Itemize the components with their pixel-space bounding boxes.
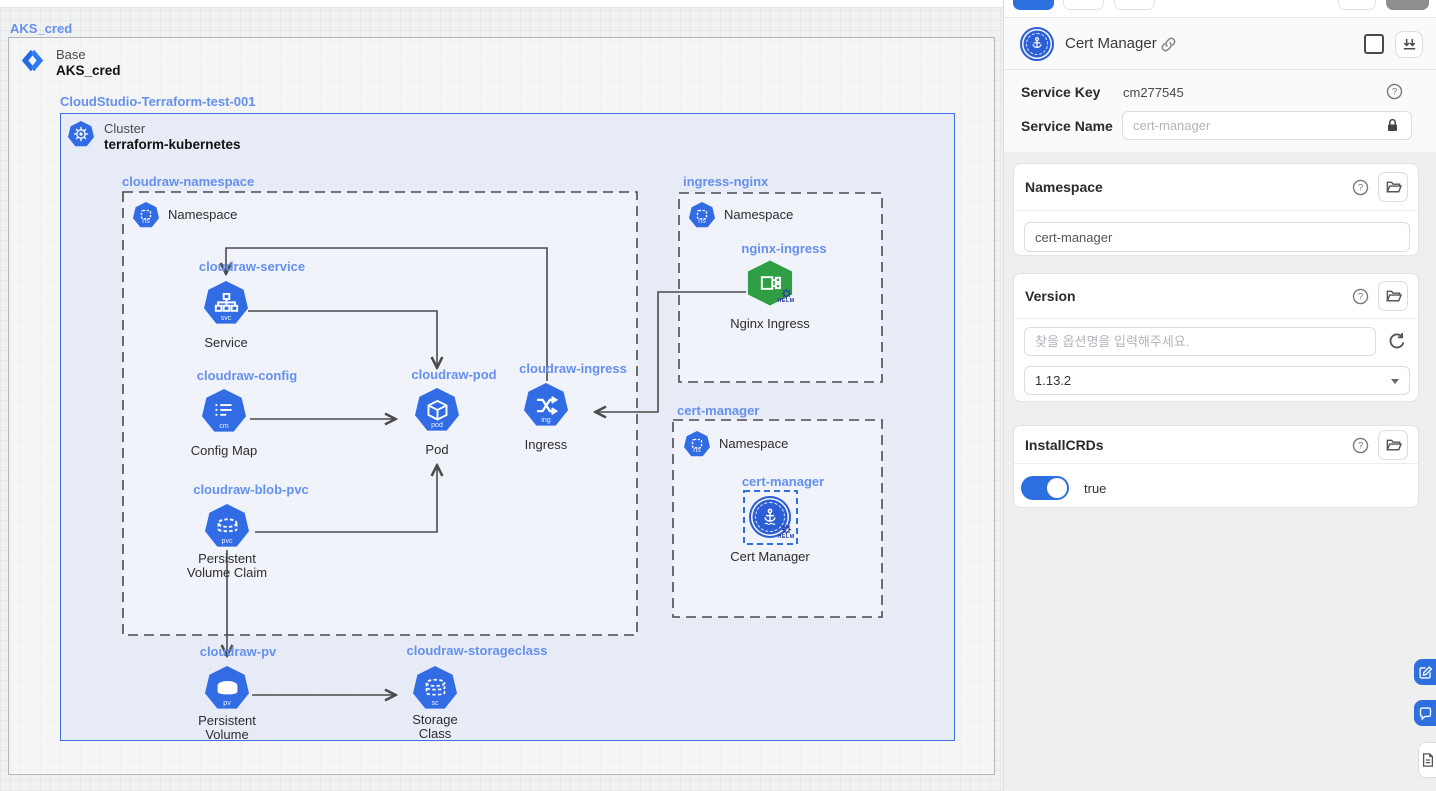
topbar-secondary-button-1[interactable] — [1063, 0, 1104, 10]
chevron-down-icon — [1391, 379, 1399, 384]
version-search-input[interactable] — [1024, 327, 1376, 356]
svg-text:?: ? — [1358, 183, 1363, 194]
node-base[interactable]: Base AKS_cred — [19, 47, 121, 79]
service-name-input[interactable] — [1122, 111, 1412, 140]
svg-text:?: ? — [1358, 292, 1363, 303]
folder-open-button[interactable] — [1378, 281, 1408, 311]
help-icon[interactable]: ? — [1352, 288, 1369, 305]
namespace-label: Namespace — [724, 207, 794, 222]
card-installcrds-title: InstallCRDs — [1025, 437, 1104, 453]
configmap-label: Config Map — [190, 443, 258, 458]
card-installcrds: InstallCRDs ? true — [1013, 425, 1419, 508]
panel-topbar — [1004, 0, 1436, 18]
base-code-icon — [21, 49, 44, 72]
storageclass-label: Storage Class — [412, 712, 458, 741]
group-label-cloudraw-namespace: cloudraw-namespace — [122, 174, 255, 189]
card-version: Version ? 1.13.2 — [1013, 273, 1419, 402]
node-group-label-service: cloudraw-service — [198, 259, 306, 274]
installcrds-value: true — [1084, 481, 1107, 496]
pvc-label: Persistent Volume Claim — [186, 551, 268, 580]
namespace-label: Namespace — [168, 207, 238, 222]
node-group-label-pv: cloudraw-pv — [199, 644, 277, 659]
panel-header: Cert Manager — [1004, 18, 1436, 70]
collapse-download-button[interactable] — [1395, 31, 1423, 58]
panel-body: Namespace ? Version — [1004, 152, 1436, 791]
base-name-label: AKS_cred — [56, 63, 121, 78]
node-group-label-pvc: cloudraw-blob-pvc — [193, 482, 309, 497]
toggle-knob — [1047, 478, 1067, 498]
topbar-primary-button[interactable] — [1013, 0, 1054, 10]
service-key-value: cm277545 — [1123, 85, 1184, 100]
link-icon[interactable] — [1160, 36, 1177, 53]
card-version-title: Version — [1025, 288, 1076, 304]
cluster-name-label: terraform-kubernetes — [104, 137, 241, 152]
helm-badge-icon: HELM — [775, 288, 797, 304]
card-namespace-title: Namespace — [1025, 179, 1103, 195]
topbar-secondary-button-2[interactable] — [1114, 0, 1155, 10]
select-checkbox[interactable] — [1364, 34, 1384, 54]
topbar-dark-button[interactable] — [1386, 0, 1429, 10]
service-name-label: Service Name — [1021, 118, 1113, 134]
lock-icon — [1388, 118, 1397, 131]
chat-floating-button[interactable] — [1414, 700, 1436, 726]
node-group-label-pod: cloudraw-pod — [411, 367, 497, 382]
service-key-label: Service Key — [1021, 84, 1101, 100]
svg-text:?: ? — [1392, 87, 1397, 98]
node-group-label-certmgr: cert-manager — [741, 474, 825, 489]
card-namespace: Namespace ? — [1013, 163, 1419, 256]
properties-panel: Cert Manager Service Key cm277545 ? Serv… — [1003, 0, 1436, 791]
service-label: Service — [204, 335, 248, 350]
helm-badge-icon: HELM — [775, 524, 797, 540]
version-select[interactable]: 1.13.2 — [1024, 366, 1410, 395]
base-type-label: Base — [56, 47, 86, 62]
panel-title: Cert Manager — [1065, 35, 1157, 52]
canvas-top-strip — [0, 0, 1003, 8]
group-label-ingress-nginx: ingress-nginx — [683, 174, 769, 189]
namespace-value-input[interactable] — [1024, 222, 1410, 252]
namespace-label: Namespace — [719, 436, 789, 451]
help-icon[interactable]: ? — [1352, 437, 1369, 454]
kubernetes-icon — [68, 121, 94, 147]
node-group-label-sc: cloudraw-storageclass — [406, 643, 548, 658]
group-label-cert-manager: cert-manager — [677, 403, 760, 418]
version-selected-value: 1.13.2 — [1035, 373, 1072, 388]
help-icon[interactable]: ? — [1386, 83, 1403, 100]
edit-floating-button[interactable] — [1414, 659, 1436, 685]
svg-text:?: ? — [1358, 441, 1363, 452]
topbar-light-button[interactable] — [1338, 0, 1376, 10]
ingress-label: Ingress — [524, 437, 568, 452]
folder-open-button[interactable] — [1378, 430, 1408, 460]
pv-label: Persistent Volume — [198, 713, 256, 742]
group-label-cloudstudio: CloudStudio-Terraform-test-001 — [60, 94, 256, 109]
node-cluster[interactable]: Cluster terraform-kubernetes — [68, 121, 241, 153]
document-floating-button[interactable] — [1418, 742, 1436, 778]
pod-label: Pod — [425, 442, 449, 457]
folder-open-button[interactable] — [1378, 172, 1408, 202]
node-group-label-ingress: cloudraw-ingress — [519, 361, 627, 376]
help-icon[interactable]: ? — [1352, 179, 1369, 196]
cert-manager-logo — [1020, 27, 1054, 61]
group-label-aks-cred: AKS_cred — [10, 21, 73, 36]
installcrds-toggle[interactable] — [1021, 476, 1069, 500]
nginx-ingress-label: Nginx Ingress — [730, 316, 810, 331]
refresh-icon[interactable] — [1386, 331, 1407, 352]
cluster-type-label: Cluster — [104, 121, 146, 136]
cert-manager-label: Cert Manager — [730, 549, 810, 564]
diagram-canvas[interactable]: AKS_cred CloudStudio-Terraform-test-001 … — [0, 0, 1003, 791]
node-group-label-nginx: nginx-ingress — [741, 241, 827, 256]
node-group-label-config: cloudraw-config — [196, 368, 298, 383]
